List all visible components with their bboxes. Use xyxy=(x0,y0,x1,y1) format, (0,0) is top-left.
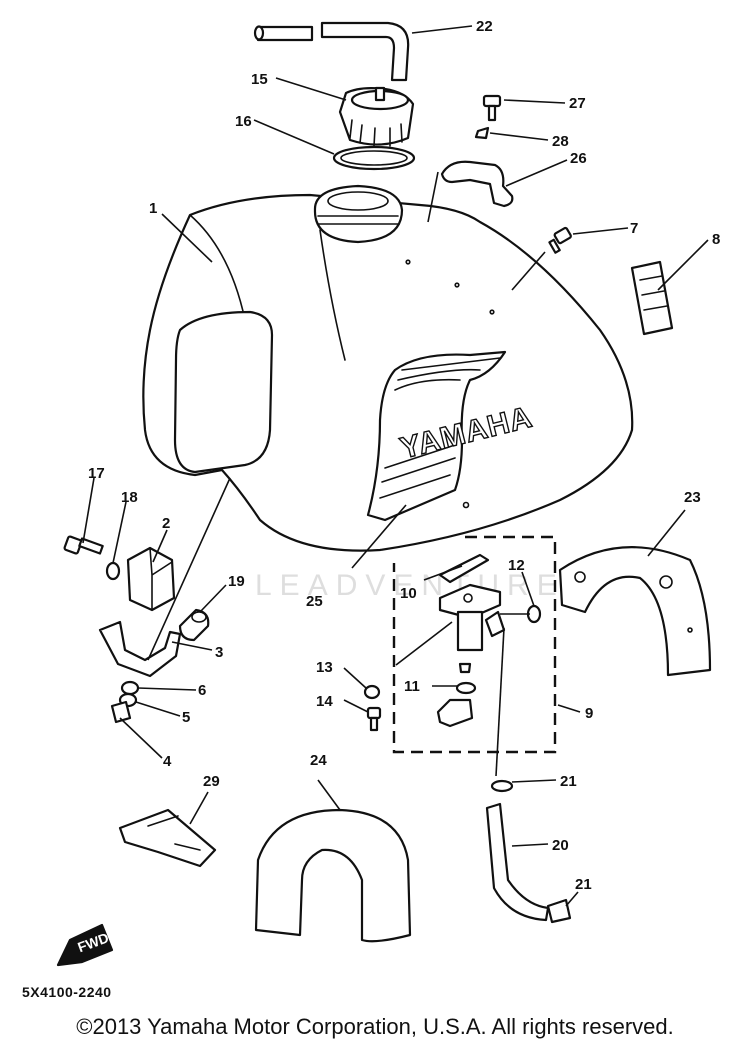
cover-part xyxy=(254,808,412,943)
copyright-notice: ©2013 Yamaha Motor Corporation, U.S.A. A… xyxy=(76,1014,674,1039)
fwd-arrow-icon: FWD xyxy=(56,923,114,967)
bracket-bolt-part xyxy=(482,94,502,122)
fuel-hose-part xyxy=(485,802,550,922)
callout-2: 2 xyxy=(162,515,170,532)
callout-12: 12 xyxy=(508,557,525,574)
callout-3: 3 xyxy=(215,644,223,661)
fuel-cap-part xyxy=(338,86,415,147)
washer-part xyxy=(105,561,121,581)
callout-labels: 1 2 3 4 5 6 7 8 9 10 11 12 13 14 15 16 1… xyxy=(88,18,720,893)
fuel-cock-box xyxy=(392,535,557,754)
sediment-bowl-part xyxy=(436,698,474,728)
callout-27: 27 xyxy=(569,95,586,112)
callout-18: 18 xyxy=(121,489,138,506)
callout-24: 24 xyxy=(310,752,327,769)
callout-16: 16 xyxy=(235,113,252,130)
callout-29: 29 xyxy=(203,773,220,790)
callout-22: 22 xyxy=(476,18,493,35)
callout-4: 4 xyxy=(163,753,172,770)
callout-19: 19 xyxy=(228,573,245,590)
screw-11-part xyxy=(458,662,472,674)
callout-21-lower: 21 xyxy=(575,876,592,893)
callout-17: 17 xyxy=(88,465,105,482)
spring-washer-part xyxy=(474,126,490,140)
callout-20: 20 xyxy=(552,837,569,854)
callout-23: 23 xyxy=(684,489,701,506)
tank-bracket-part xyxy=(440,160,514,208)
watermark-text: LEADVENTURE xyxy=(255,569,565,602)
callout-9: 9 xyxy=(585,705,593,722)
fuel-cock-part xyxy=(438,583,506,652)
callout-25: 25 xyxy=(306,593,323,610)
callout-13: 13 xyxy=(316,659,333,676)
hose-clip-upper-part xyxy=(490,779,514,793)
callout-26: 26 xyxy=(570,150,587,167)
callout-6: 6 xyxy=(198,682,206,699)
callout-15: 15 xyxy=(251,71,268,88)
callout-28: 28 xyxy=(552,133,569,150)
callout-14: 14 xyxy=(316,693,333,710)
callout-8: 8 xyxy=(712,231,720,248)
mount-bolt-part xyxy=(63,535,104,555)
plate-part xyxy=(118,808,217,868)
callout-7: 7 xyxy=(630,220,638,237)
washer-13-part xyxy=(363,684,381,700)
screw-14-part xyxy=(366,706,382,732)
callout-5: 5 xyxy=(182,709,190,726)
tank-band-part xyxy=(558,546,712,677)
callout-21-upper: 21 xyxy=(560,773,577,790)
callout-1: 1 xyxy=(149,200,157,217)
breather-hose-part xyxy=(253,21,410,82)
tank-bolt-part xyxy=(548,226,572,254)
part-code: 5X4100-2240 xyxy=(22,984,112,1000)
hose-clip-lower-part xyxy=(546,898,572,924)
callout-11: 11 xyxy=(404,678,420,695)
leader-lines xyxy=(82,25,709,907)
mount-bracket-part xyxy=(98,620,182,678)
filter-gasket-part xyxy=(438,553,490,584)
washer-6-part xyxy=(120,680,140,696)
callout-10: 10 xyxy=(400,585,417,602)
rubber-pad-part xyxy=(630,260,674,336)
fuel-tank-part: YAMAHA xyxy=(142,184,634,552)
bolt-4-part xyxy=(110,700,132,724)
